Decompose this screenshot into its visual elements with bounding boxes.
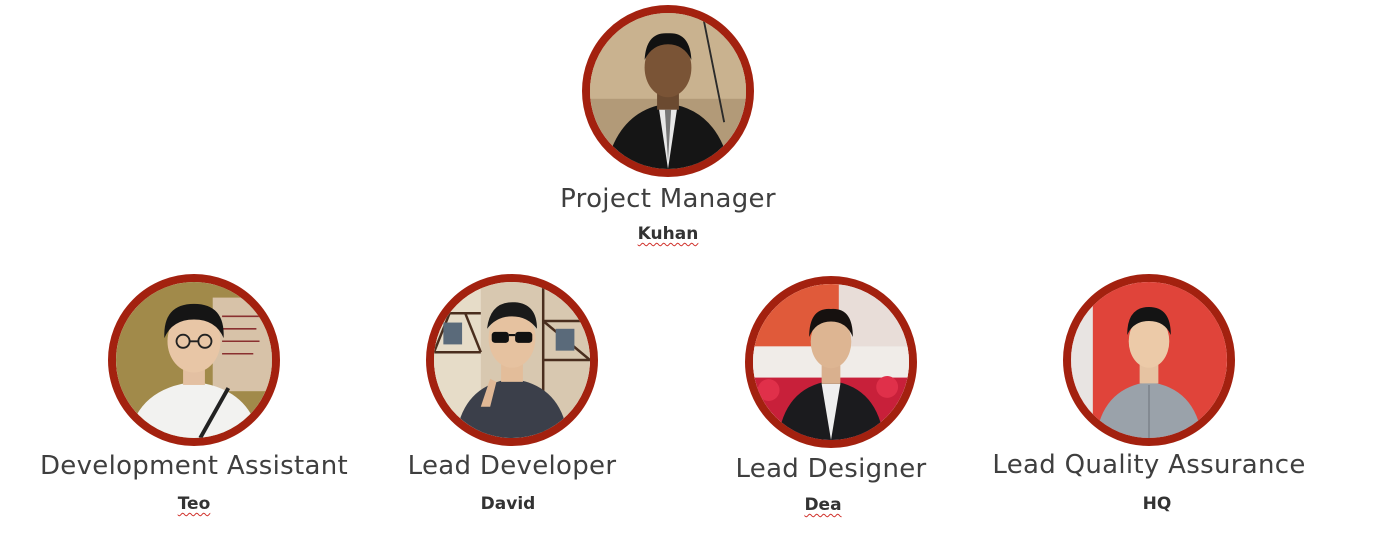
- manager-role: Project Manager: [560, 184, 776, 214]
- person-portrait-icon: [590, 13, 746, 169]
- member-role: Development Assistant: [39, 451, 349, 481]
- person-portrait-icon: [753, 284, 909, 440]
- member-avatar: [745, 276, 917, 448]
- member-role: Lead Developer: [407, 451, 617, 481]
- member-avatar: [108, 274, 280, 446]
- person-portrait-icon: [434, 282, 590, 438]
- manager-avatar: [582, 5, 754, 177]
- member-name: Teo: [177, 494, 211, 514]
- member-role: Lead Designer: [735, 454, 927, 484]
- person-portrait-icon: [116, 282, 272, 438]
- member-name: HQ: [1142, 494, 1172, 514]
- member-name: David: [480, 494, 536, 514]
- member-avatar: [426, 274, 598, 446]
- member-role: Lead Quality Assurance: [992, 450, 1306, 480]
- person-portrait-icon: [1071, 282, 1227, 438]
- member-avatar: [1063, 274, 1235, 446]
- member-name: Dea: [804, 495, 842, 515]
- manager-name: Kuhan: [637, 224, 699, 244]
